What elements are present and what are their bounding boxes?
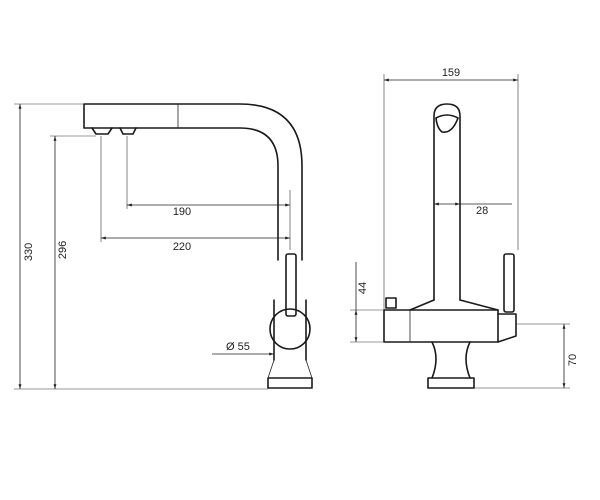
dim-190-label: 190 (173, 206, 191, 218)
side-view: 330 296 190 220 Ø 55 (14, 103, 313, 390)
side-base-taper-l (267, 359, 275, 379)
dim-296-label: 296 (57, 241, 69, 259)
side-handle-disc (269, 308, 311, 350)
side-base (267, 377, 313, 389)
side-nozzle-1 (91, 127, 113, 135)
side-base-taper-r (305, 359, 313, 379)
dim-28-label: 28 (476, 205, 488, 217)
side-spout-outline (83, 103, 303, 261)
front-knob-left (385, 297, 397, 309)
dim-70-label: 70 (567, 354, 579, 366)
side-lever (285, 253, 297, 317)
front-base-neck (431, 341, 471, 379)
dim-220-label: 220 (173, 241, 191, 253)
dim-diameter-label: Ø 55 (226, 341, 250, 353)
front-column-shoulder (409, 299, 499, 311)
dim-159-label: 159 (442, 67, 460, 79)
front-base (427, 377, 475, 389)
front-spout-column (433, 103, 461, 301)
front-lever-right (503, 253, 515, 313)
front-body (383, 309, 499, 343)
front-body-right-cap (497, 313, 517, 343)
side-body-walls (273, 299, 307, 361)
dim-44-label: 44 (357, 282, 369, 294)
side-nozzle-2 (119, 127, 137, 135)
front-spout-cap (435, 114, 459, 134)
front-view: 159 28 44 70 (350, 67, 579, 389)
dim-330-label: 330 (23, 243, 35, 261)
